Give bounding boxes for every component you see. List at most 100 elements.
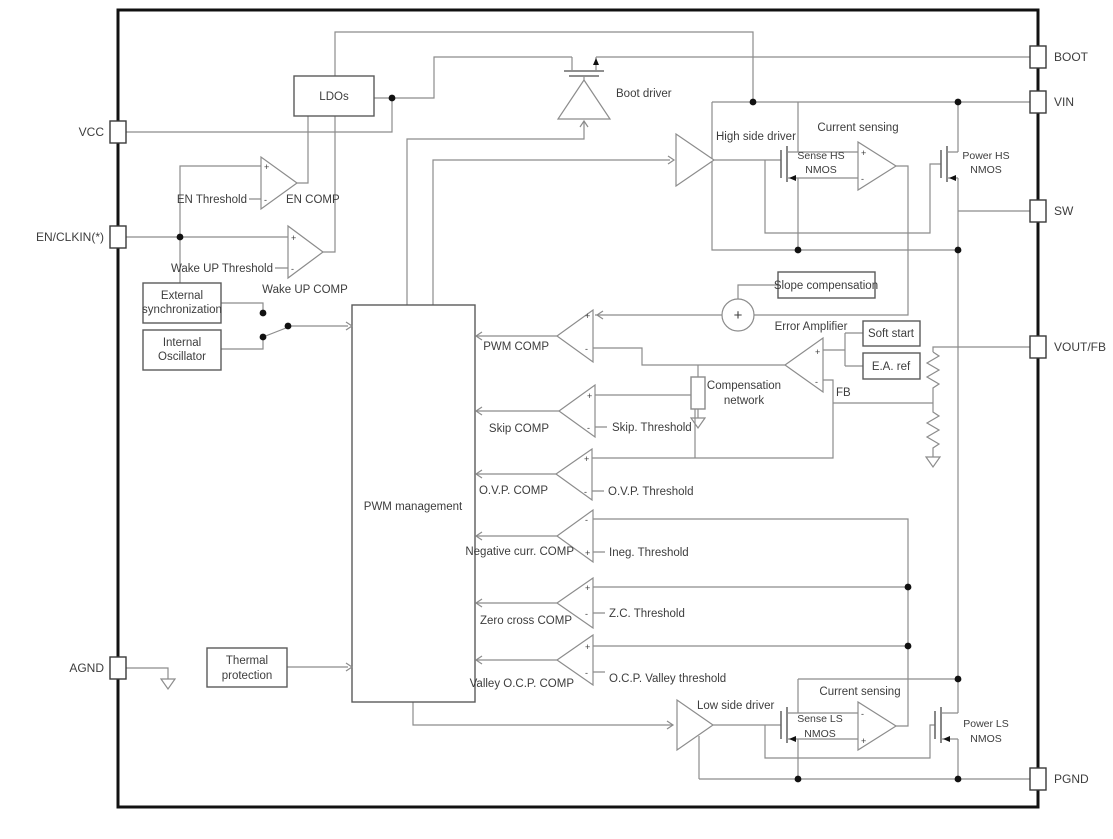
pin-layer bbox=[109, 45, 1047, 791]
label-valley-ocp-comp: Valley O.C.P. COMP bbox=[470, 678, 575, 690]
label-ea-ref: E.A. ref bbox=[872, 361, 911, 373]
hs-current-sense-amp-symbol bbox=[857, 140, 898, 192]
pin-agnd bbox=[109, 656, 127, 680]
label-slope-comp: Slope compensation bbox=[774, 280, 878, 292]
pin-label-en-clkin: EN/CLKIN(*) bbox=[36, 230, 104, 244]
marker-minus: - bbox=[861, 174, 864, 184]
wire-pwm-to-bootdriver bbox=[406, 121, 585, 305]
label-hs-driver: High side driver bbox=[716, 131, 796, 143]
label-error-amplifier: Error Amplifier bbox=[775, 321, 848, 333]
pin-label-agnd: AGND bbox=[69, 661, 104, 675]
pwm-comp-symbol bbox=[555, 308, 594, 364]
label-en-threshold: EN Threshold bbox=[177, 194, 247, 206]
label-boot-driver: Boot driver bbox=[616, 88, 672, 100]
block-pwm-management bbox=[351, 304, 476, 703]
wire-en-clkin bbox=[126, 165, 288, 283]
block-ldos bbox=[293, 75, 375, 117]
label-ovp-comp: O.V.P. COMP bbox=[479, 485, 548, 497]
marker-minus: - bbox=[585, 515, 588, 525]
block-external-sync bbox=[142, 282, 222, 324]
hs-driver-symbol bbox=[675, 132, 716, 188]
ls-driver-symbol bbox=[676, 698, 715, 752]
pin-label-vout-fb: VOUT/FB bbox=[1054, 340, 1106, 354]
wire-hs-cs-output bbox=[754, 165, 909, 316]
wire-threshold-stubs bbox=[249, 198, 607, 673]
power-ls-nmos-icon bbox=[934, 707, 959, 779]
wire-vcc bbox=[126, 98, 393, 133]
skip-comp-symbol bbox=[557, 383, 596, 439]
marker-minus: - bbox=[585, 344, 588, 354]
compensation-resistor-symbol bbox=[690, 376, 706, 410]
pin-vout-fb bbox=[1029, 335, 1047, 359]
marker-minus: - bbox=[291, 264, 294, 274]
pin-sw bbox=[1029, 199, 1047, 223]
ground-symbols bbox=[159, 417, 942, 691]
wire-vin-to-ldo bbox=[334, 31, 754, 102]
wire-sync-mux bbox=[221, 302, 348, 350]
marker-minus: - bbox=[861, 709, 864, 719]
wire-ls-sense-bus bbox=[593, 518, 909, 727]
boot-mosfet-icon bbox=[564, 57, 604, 80]
label-power-ls-1: Power LS bbox=[963, 718, 1009, 730]
wire-layer bbox=[126, 31, 1030, 780]
pin-en-clkin bbox=[109, 225, 127, 249]
label-comp-net-2: network bbox=[724, 395, 765, 407]
label-neg-curr-comp: Negative curr. COMP bbox=[465, 546, 574, 558]
wire-ls-rails bbox=[797, 678, 958, 713]
label-power-ls-2: NMOS bbox=[970, 733, 1002, 745]
zero-cross-comp-symbol bbox=[555, 576, 594, 630]
label-power-hs-2: NMOS bbox=[970, 164, 1002, 176]
marker-plus: + bbox=[861, 148, 866, 158]
label-ext-sync-1: External bbox=[161, 290, 203, 302]
marker-minus: - bbox=[584, 487, 587, 497]
label-soft-start: Soft start bbox=[868, 328, 915, 340]
label-wake-threshold: Wake UP Threshold bbox=[171, 263, 273, 275]
pin-label-sw: SW bbox=[1054, 204, 1074, 218]
wire-pgnd-rail bbox=[698, 736, 1030, 780]
polarity-markers: + - + - + - + - + - - + + - + - + - - + … bbox=[264, 148, 866, 746]
error-amplifier-symbol bbox=[783, 336, 824, 394]
label-hs-current-sensing: Current sensing bbox=[817, 122, 898, 134]
en-comp-symbol bbox=[260, 155, 299, 211]
block-ea-ref bbox=[862, 352, 921, 380]
label-ineg-threshold: Ineg. Threshold bbox=[609, 547, 689, 559]
label-thermal-2: protection bbox=[222, 670, 273, 682]
marker-plus: + bbox=[264, 162, 269, 172]
resistor-divider bbox=[925, 351, 941, 457]
marker-minus: - bbox=[585, 668, 588, 678]
pin-label-vcc: VCC bbox=[79, 125, 105, 139]
summing-node-symbol bbox=[721, 298, 755, 332]
power-hs-nmos-icon bbox=[940, 102, 959, 250]
boot-driver-symbol bbox=[556, 78, 612, 120]
marker-minus: - bbox=[264, 195, 267, 205]
marker-plus: + bbox=[861, 736, 866, 746]
wire-ls-sense-inputs bbox=[798, 712, 858, 740]
mosfet-layer bbox=[564, 57, 959, 779]
marker-plus: + bbox=[585, 642, 590, 652]
wire-ea-ref-bus bbox=[823, 332, 863, 367]
label-wake-comp: Wake UP COMP bbox=[262, 284, 348, 296]
pin-pgnd bbox=[1029, 767, 1047, 791]
label-sense-ls-2: NMOS bbox=[804, 728, 836, 740]
marker-plus: + bbox=[815, 347, 820, 357]
wire-hs-gates bbox=[714, 159, 941, 234]
block-slope-compensation bbox=[777, 271, 876, 299]
label-int-osc-2: Oscillator bbox=[158, 351, 206, 363]
wire-ls-gates bbox=[713, 724, 935, 759]
pin-vcc bbox=[109, 120, 127, 144]
wake-up-comp-symbol bbox=[287, 224, 325, 280]
pin-label-vin: VIN bbox=[1054, 95, 1074, 109]
sense-ls-nmos-icon bbox=[780, 707, 799, 779]
wire-comp-outputs bbox=[476, 335, 559, 661]
label-power-hs-1: Power HS bbox=[962, 150, 1009, 162]
label-zero-cross-comp: Zero cross COMP bbox=[480, 615, 572, 627]
pin-label-boot: BOOT bbox=[1054, 50, 1089, 64]
marker-plus: + bbox=[585, 311, 590, 321]
wire-pwm-to-hsdriver bbox=[432, 159, 670, 305]
compnet-ground-icon bbox=[689, 417, 707, 430]
ls-current-sense-amp-symbol bbox=[857, 700, 898, 752]
marker-plus: + bbox=[585, 583, 590, 593]
wire-vin-hs-section bbox=[711, 101, 1030, 251]
text-layer: VCC EN/CLKIN(*) AGND BOOT VIN SW VOUT/FB… bbox=[36, 50, 1106, 786]
ovp-comp-symbol bbox=[554, 447, 593, 502]
